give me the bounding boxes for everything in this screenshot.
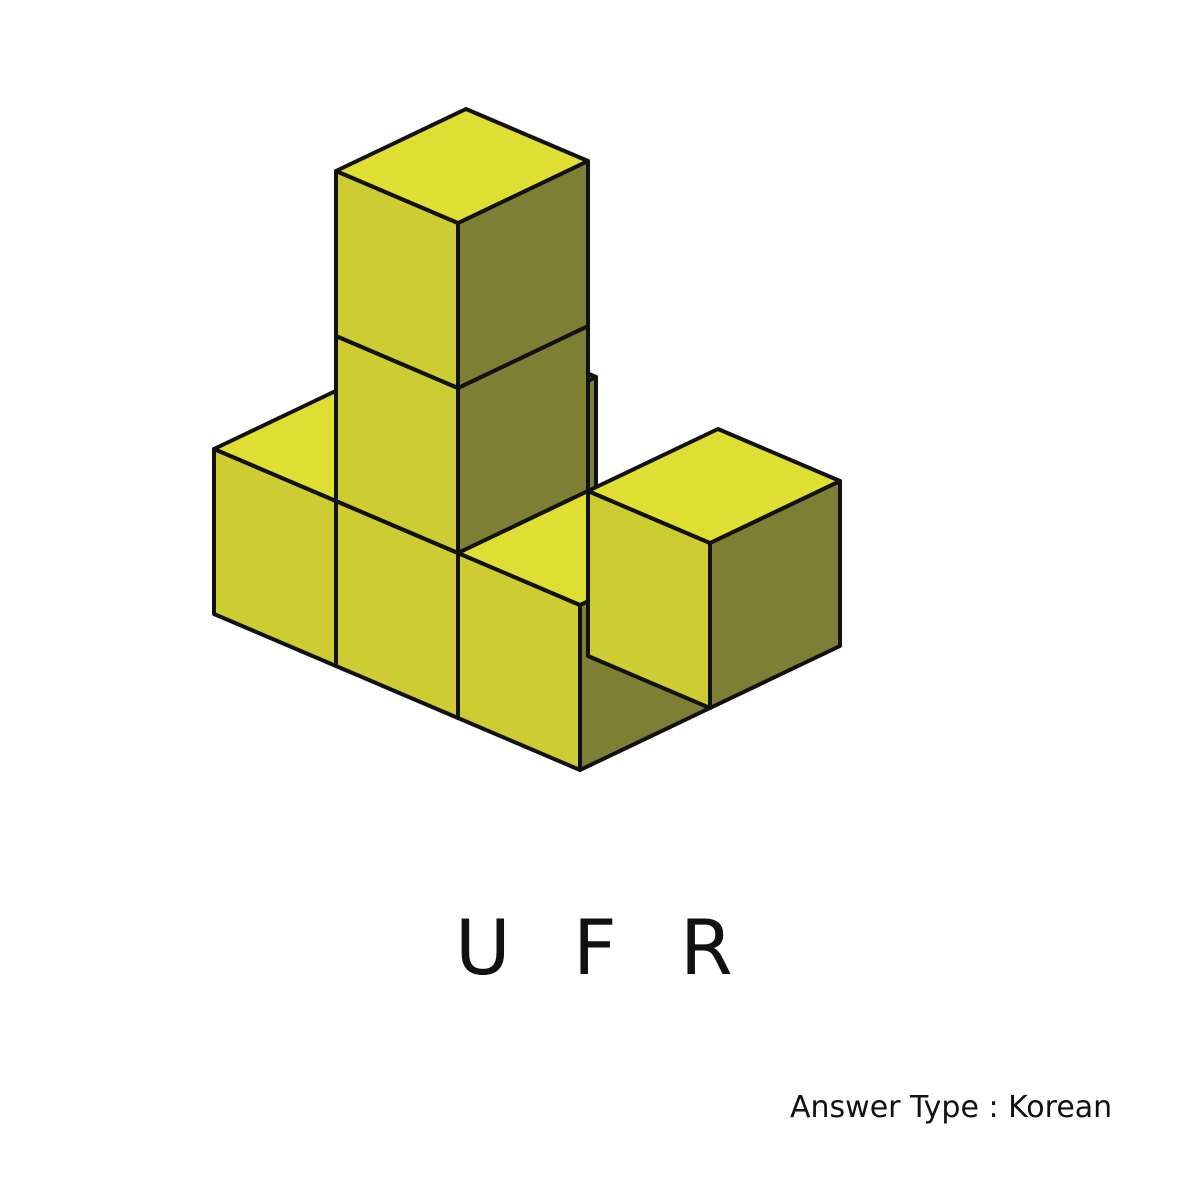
view-label-front: F <box>573 903 617 992</box>
cube-top-face <box>586 427 842 545</box>
view-direction-labels: U F R <box>0 898 1180 998</box>
cube-middle-top <box>334 107 590 390</box>
cube-top-face <box>334 107 590 225</box>
view-label-up: U <box>455 903 511 992</box>
view-label-right: R <box>680 903 733 992</box>
answer-type-text: Answer Type : Korean <box>790 1090 1113 1125</box>
cube-front-right <box>586 427 842 710</box>
